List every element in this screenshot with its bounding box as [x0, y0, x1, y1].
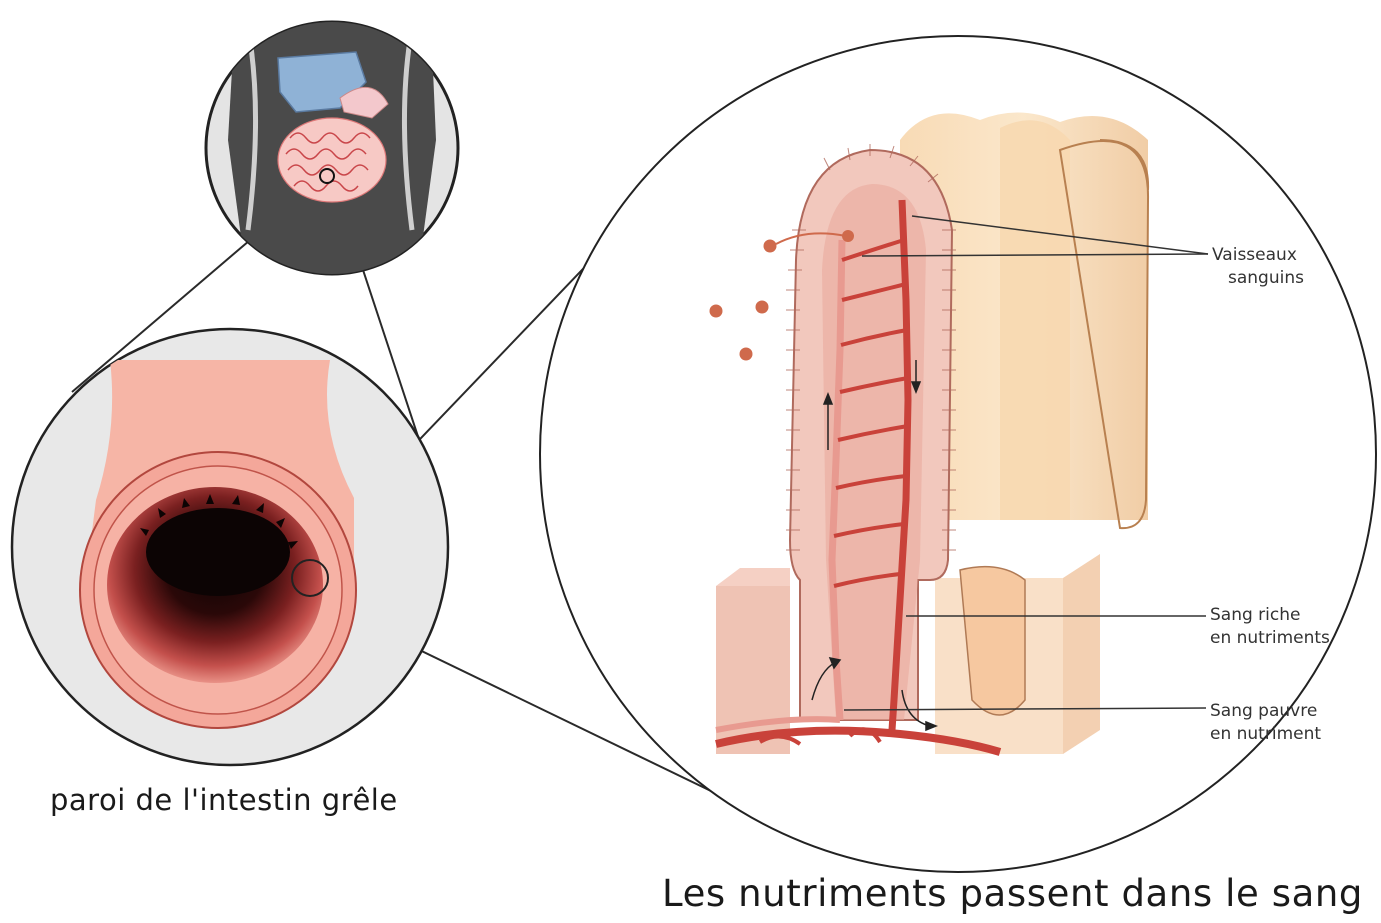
villus-magnified-circle	[540, 36, 1376, 872]
label-rich-line1: Sang riche	[1210, 604, 1330, 627]
label-poor-line2: en nutriment	[1210, 723, 1321, 746]
label-sang-pauvre: Sang pauvre en nutriment	[1210, 700, 1321, 746]
label-sang-riche: Sang riche en nutriments	[1210, 604, 1330, 650]
label-vaisseaux-sanguins: Vaisseaux sanguins	[1212, 244, 1304, 290]
caption-intestine-wall: paroi de l'intestin grêle	[50, 783, 398, 817]
label-poor-line1: Sang pauvre	[1210, 700, 1321, 723]
abdomen-circle	[206, 0, 458, 274]
intestine-wall-circle	[12, 329, 448, 765]
label-vessels-line1: Vaisseaux	[1212, 244, 1304, 267]
label-rich-line2: en nutriments	[1210, 627, 1330, 650]
label-vessels-line2: sanguins	[1212, 267, 1304, 290]
caption-main-title: Les nutriments passent dans le sang	[662, 872, 1363, 915]
